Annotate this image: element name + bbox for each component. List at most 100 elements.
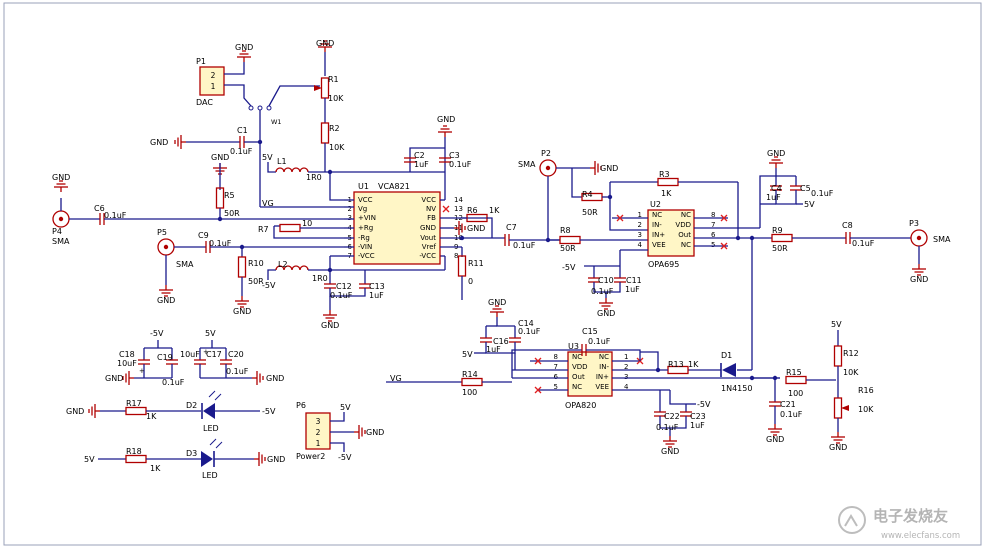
u1-ref: U1 — [358, 182, 369, 191]
u3-pin-6-number: 6 — [554, 373, 559, 381]
u2-pin-6-number: 6 — [711, 231, 716, 239]
d2-value: LED — [203, 424, 219, 433]
gnd-label-c12: GND — [321, 321, 339, 330]
p1-name: DAC — [196, 98, 213, 107]
u3-pin-2-name: IN- — [599, 363, 609, 371]
v5-label-u2: 5V — [804, 200, 815, 209]
p6-name: Power2 — [296, 452, 325, 461]
gnd-label-d3: GND — [267, 455, 285, 464]
r8-value: 50R — [560, 244, 576, 253]
u1-pin-3-name: +VIN — [358, 214, 376, 222]
gnd-label-c4: GND — [767, 149, 785, 158]
r18-value: 1K — [150, 464, 161, 473]
r3-value: 1K — [661, 189, 672, 198]
gnd-label-c21: GND — [766, 435, 784, 444]
p2-ref: P2 — [541, 149, 551, 158]
u2-pin-6-name: Out — [678, 231, 691, 239]
gnd-label-c14: GND — [488, 298, 506, 307]
u1-name: VCA821 — [378, 182, 410, 191]
vn5-label-l2: -5V — [262, 281, 276, 290]
r14-value: 100 — [462, 388, 477, 397]
c7-value: 0.1uF — [513, 241, 536, 250]
gnd-label-c20: GND — [266, 374, 284, 383]
u1-pin-9-name: Vref — [422, 243, 437, 251]
vn5-label-u3: -5V — [697, 400, 711, 409]
l1-value: 1R0 — [306, 173, 322, 182]
c13-ref: C13 — [369, 282, 385, 291]
gnd-label-c1: GND — [150, 138, 168, 147]
u1-pin-5-name: -Rg — [358, 234, 370, 242]
gnd-label-p1: GND — [235, 43, 253, 52]
p6-pin-2: 2 — [316, 428, 321, 437]
vn5-label-d2: -5V — [262, 407, 276, 416]
v5-label-l1: 5V — [262, 153, 273, 162]
r15-ref: R15 — [786, 368, 802, 377]
u3-name: OPA820 — [565, 401, 596, 410]
vg-label-u1: VG — [262, 199, 274, 208]
r5-value: 50R — [224, 209, 240, 218]
watermark: 电子发烧友 www.elecfans.com — [838, 506, 960, 541]
c19-ref: C19 — [157, 353, 173, 362]
d1-ref: D1 — [721, 351, 732, 360]
u3-pin-5-number: 5 — [554, 383, 558, 391]
gnd-label-p4: GND — [52, 173, 70, 182]
u2-pin-1-name: NC — [652, 211, 662, 219]
gnd-label-r10: GND — [233, 307, 251, 316]
jumper-w1: W1 — [248, 105, 282, 126]
vn5-label-c18: -5V — [150, 329, 164, 338]
c15-value: 0.1uF — [588, 337, 611, 346]
u2-pin-1-number: 1 — [638, 211, 642, 219]
c17-value: 10uF — [180, 350, 200, 359]
c9-ref: C9 — [198, 231, 209, 240]
vn5-label-p6: -5V — [338, 453, 352, 462]
c13-value: 1uF — [369, 291, 384, 300]
connector-p6: 3 2 1 P6 Power2 — [296, 401, 331, 461]
c12-value: 0.1uF — [330, 291, 353, 300]
gnd-label-p6: GND — [366, 428, 384, 437]
p3-ref: P3 — [909, 219, 919, 228]
p6-ref: P6 — [296, 401, 306, 410]
r10-ref: R10 — [248, 259, 264, 268]
v5-label-r12: 5V — [831, 320, 842, 329]
r12-ref: R12 — [843, 349, 859, 358]
u2-pin-8-number: 8 — [711, 211, 715, 219]
led-d3: D3 LED — [186, 438, 223, 480]
d3-ref: D3 — [186, 449, 197, 458]
u1-pin-2-number: 2 — [348, 205, 352, 213]
u1-pin-6-name: -VIN — [358, 243, 372, 251]
inductor-l1: L1 1R0 — [275, 157, 322, 182]
u2-pin-7-name: VDD — [675, 221, 691, 229]
p1-pin-1: 1 — [211, 82, 216, 91]
c12-ref: C12 — [336, 282, 352, 291]
c16-ref: C16 — [493, 337, 509, 346]
u1-pin-7-name: -VCC — [358, 252, 375, 260]
u3-pin-8-name: NC — [572, 353, 582, 361]
u1-pin-14-name: VCC — [421, 196, 436, 204]
c18-value: 10uF — [117, 359, 137, 368]
u1-pin-10-name: Vout — [420, 234, 436, 242]
r17-value: 1K — [146, 412, 157, 421]
c3-value: 0.1uF — [449, 160, 472, 169]
gnd-label-d2: GND — [66, 407, 84, 416]
c8-ref: C8 — [842, 221, 853, 230]
watermark-url: www.elecfans.com — [881, 531, 960, 541]
u3-pin-6-name: Out — [572, 373, 585, 381]
r7-ref: R7 — [258, 225, 269, 234]
resistor-r2: R2 10K — [320, 122, 345, 152]
r16-ref: R16 — [858, 386, 874, 395]
r4-ref: R4 — [582, 190, 593, 199]
w1-ref: W1 — [271, 118, 282, 126]
r8-ref: R8 — [560, 226, 571, 235]
u1-pin-2-name: Vg — [358, 205, 367, 213]
c19-value: 0.1uF — [162, 378, 185, 387]
r17-ref: R17 — [126, 399, 142, 408]
l2-value: 1R0 — [312, 274, 328, 283]
gnd-label-c2: GND — [437, 115, 455, 124]
r14-ref: R14 — [462, 370, 478, 379]
u2-pin-8-name: NC — [681, 211, 691, 219]
gnd-label-c18: GND — [105, 374, 123, 383]
c21-value: 0.1uF — [780, 410, 803, 419]
